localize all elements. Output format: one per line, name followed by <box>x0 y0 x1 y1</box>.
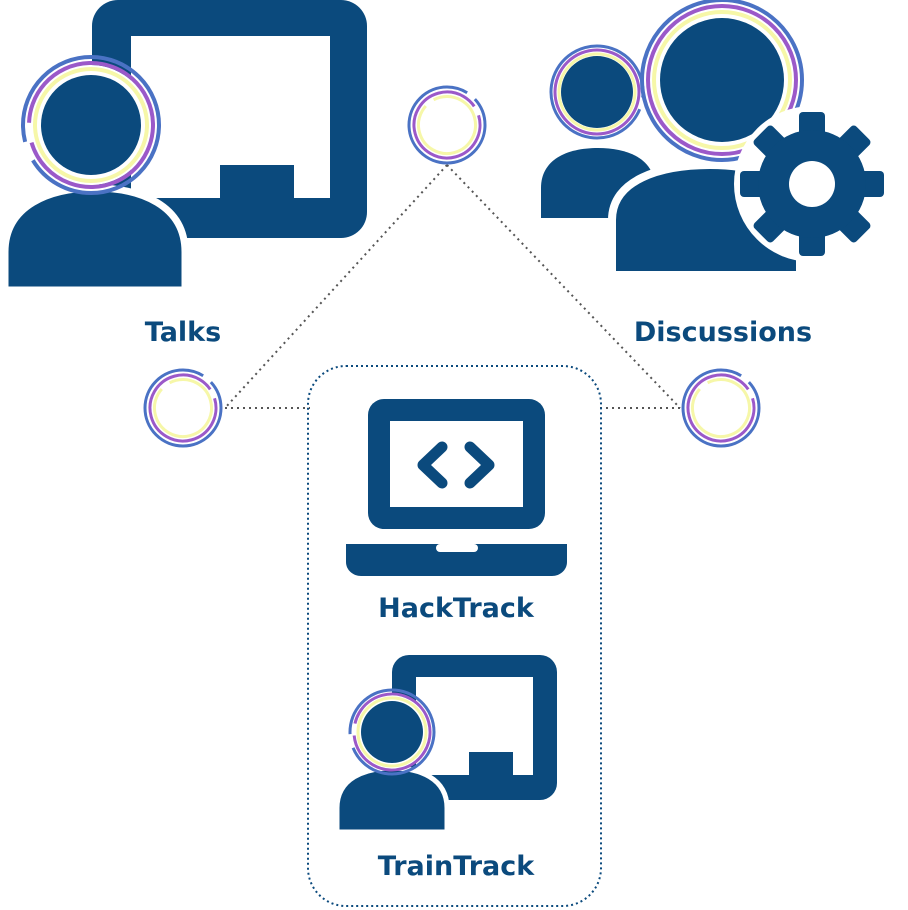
talks-presenter-icon <box>1 0 367 294</box>
connector-top-right <box>446 164 681 409</box>
hacktrack-laptop-code-icon <box>346 399 567 576</box>
label-hacktrack: HackTrack <box>378 593 535 624</box>
node-top <box>400 78 494 172</box>
discussions-user-group-settings-icon <box>541 0 890 279</box>
connector-top-left <box>224 164 448 409</box>
traintrack-presenter-icon <box>334 655 557 835</box>
label-discussions: Discussions <box>634 317 812 348</box>
node-left <box>136 361 230 455</box>
connector-lines <box>224 164 681 409</box>
node-right <box>674 361 768 455</box>
label-talks: Talks <box>145 317 221 348</box>
label-traintrack: TrainTrack <box>378 851 535 882</box>
